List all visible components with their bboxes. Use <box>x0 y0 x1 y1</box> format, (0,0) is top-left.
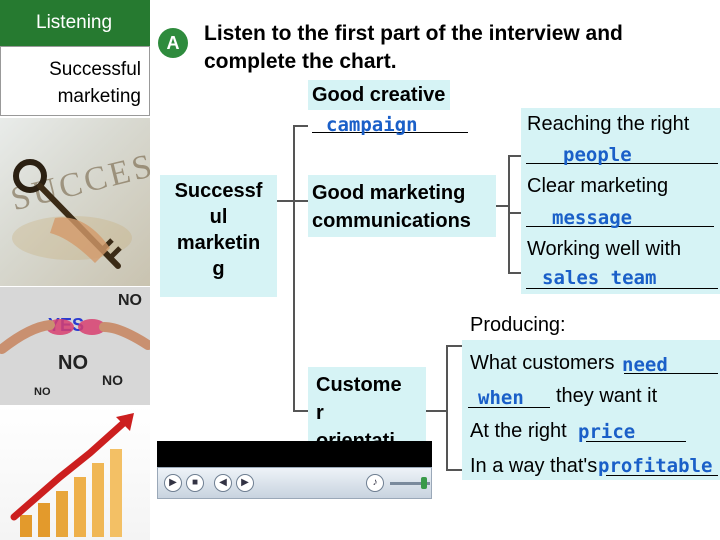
success-key-photo: SUCCESS <box>0 118 150 286</box>
topic-line-1: Successful <box>49 59 141 81</box>
answer-message: message <box>552 207 632 229</box>
listening-tab-label: Listening <box>36 12 112 34</box>
branch-comm-line-2: communications <box>312 207 496 235</box>
connector <box>496 205 508 207</box>
volume-handle[interactable] <box>421 477 427 489</box>
connector <box>293 200 308 202</box>
player-controls: ▶ ■ ◀ ▶ ♪ <box>157 467 432 499</box>
answer-campaign: campaign <box>326 114 418 136</box>
connector <box>446 469 462 471</box>
no-word-1: NO <box>118 292 142 309</box>
producing-3-text: At the right <box>470 420 567 443</box>
answer-price: price <box>578 421 635 443</box>
previous-button[interactable]: ◀ <box>214 474 232 492</box>
sub-reaching: Reaching the right <box>527 113 689 136</box>
producing-title: Producing: <box>470 314 566 337</box>
producing-4-text: In a way that's <box>470 455 597 478</box>
sub-clear: Clear marketing <box>527 175 668 198</box>
exercise-label: A <box>158 28 188 58</box>
answer-when: when <box>478 387 524 409</box>
connector <box>293 410 308 412</box>
no-word-4: NO <box>34 386 51 398</box>
branch-communications: Good marketing communications <box>308 175 496 237</box>
branch-cust-line-3: orientati <box>316 427 426 441</box>
producing-2-text: they want it <box>556 385 657 408</box>
connector <box>508 272 521 274</box>
success-key-illustration: SUCCESS <box>0 118 150 286</box>
connector <box>508 212 521 214</box>
media-player: ▶ ■ ◀ ▶ ♪ <box>157 441 432 540</box>
center-line-3: marketin <box>160 230 277 256</box>
answer-profitable: profitable <box>598 455 712 477</box>
branch-customer: Custome r orientati <box>308 367 426 441</box>
center-node: Successf ul marketin g <box>160 175 277 297</box>
mute-button[interactable]: ♪ <box>366 474 384 492</box>
branch-cust-line-2: r <box>316 399 426 427</box>
center-line-1: Successf <box>160 178 277 204</box>
branch-creative: Good creative <box>308 80 450 110</box>
center-line-2: ul <box>160 204 277 230</box>
topic-line-2: marketing <box>58 86 141 108</box>
center-line-4: g <box>160 256 277 282</box>
instruction-text: Listen to the first part of the intervie… <box>204 20 714 76</box>
connector <box>426 410 446 412</box>
no-word-3: NO <box>102 372 123 388</box>
success-word: SUCCESS <box>7 142 150 219</box>
connector <box>277 200 293 202</box>
stop-button[interactable]: ■ <box>186 474 204 492</box>
connector <box>446 345 462 347</box>
producing-1-text: What customers <box>470 352 614 375</box>
branch-cust-line-1: Custome <box>316 371 426 399</box>
play-button[interactable]: ▶ <box>164 474 182 492</box>
no-word-2: NO <box>58 352 88 374</box>
growth-chart-photo <box>0 405 150 540</box>
instruction-line-2: complete the chart. <box>204 48 714 76</box>
yes-no-photo: NO YES NO NO NO <box>0 287 150 405</box>
connector <box>293 125 308 127</box>
branch-comm-line-1: Good marketing <box>312 179 496 207</box>
connector <box>508 155 521 157</box>
growth-bars-illustration <box>0 405 150 540</box>
connector <box>293 125 295 410</box>
answer-sales-team: sales team <box>542 267 656 289</box>
player-video-area <box>157 441 432 467</box>
next-button[interactable]: ▶ <box>236 474 254 492</box>
answer-people: people <box>563 144 632 166</box>
listening-tab[interactable]: Listening <box>0 0 150 46</box>
connector <box>508 155 510 273</box>
topic-box: Successful marketing <box>0 46 150 116</box>
yes-no-illustration: NO YES NO NO NO <box>0 287 150 405</box>
answer-need: need <box>622 354 668 376</box>
instruction-line-1: Listen to the first part of the intervie… <box>204 20 714 48</box>
sub-working: Working well with <box>527 238 681 261</box>
connector <box>446 345 448 470</box>
